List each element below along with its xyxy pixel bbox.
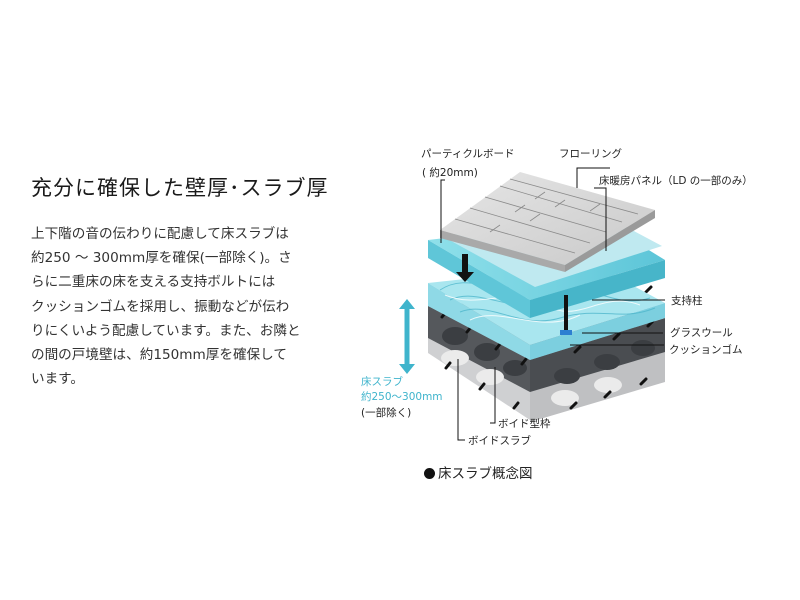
description-line: クッションゴムを採用し、振動などが伝わ [31,298,290,315]
description-line: りにくいよう配慮しています。また、お隣と [31,322,301,339]
label-void-frame: ボイド型枠 [498,417,551,430]
description-line: 約250 ～ 300mm厚を確保(一部除く)。さ [31,250,292,267]
slab-thickness-indicator [399,299,415,374]
description-line: らに二重床の床を支える支持ボルトには [31,274,276,291]
label-particle-board-thickness: ( 約20mm) [422,166,478,179]
label-flooring: フローリング [559,147,622,160]
label-floor-heating: 床暖房パネル（LD の一部のみ） [599,174,753,187]
page-heading: 充分に確保した壁厚･スラブ厚 [31,176,329,200]
label-slab-title: 床スラブ [361,375,403,388]
description-text: 上下階の音の伝わりに配慮して床スラブは 約250 ～ 300mm厚を確保(一部除… [31,222,336,391]
description-line: の間の戸境壁は、約150mm厚を確保して [31,347,287,364]
down-arrow-icon [456,254,474,282]
label-glass-wool: グラスウール [670,326,733,339]
label-void-slab: ボイドスラブ [468,434,531,447]
label-support-post: 支持柱 [671,294,703,307]
leader-lines [440,167,665,441]
description-line: います。 [31,371,85,388]
label-cushion-rubber: クッションゴム [669,343,743,356]
label-slab-thickness: 約250～300mm [361,390,443,403]
support-post [560,295,572,335]
flooring-layer [440,172,655,272]
description-line: 上下階の音の伝わりに配慮して床スラブは [31,226,289,242]
label-particle-board: パーティクルボード [421,148,515,160]
caption-text: 床スラブ概念図 [438,466,533,482]
label-slab-note: (一部除く) [361,406,411,419]
diagram-caption: 床スラブ概念図 [424,462,533,482]
bullet-icon [424,468,435,479]
